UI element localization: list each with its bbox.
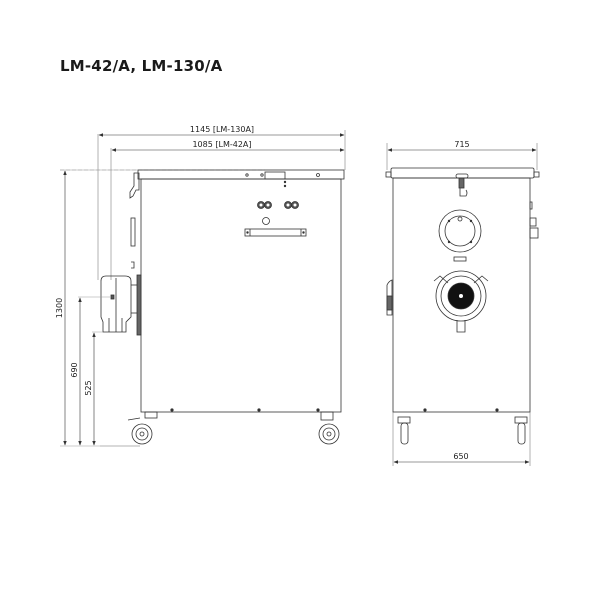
label-650: 650 (453, 452, 468, 461)
dimension-base-width: 650 (392, 412, 531, 466)
front-caster-right (514, 416, 528, 445)
dimension-outlet-height: 690 (70, 297, 82, 446)
control-buttons (257, 201, 299, 225)
side-body (140, 178, 342, 413)
dimension-body-length: 1085 [LM-42A] (110, 140, 345, 280)
dimension-overall-length: 1145 [LM-130A] (97, 125, 346, 280)
cutting-head (433, 270, 489, 333)
side-caster-right (318, 411, 340, 445)
dimension-top-width: 715 (386, 140, 538, 170)
drawing-title: LM-42/A, LM-130/A (60, 57, 223, 75)
label-715: 715 (454, 140, 469, 149)
side-view: 1145 [LM-130A] 1085 [LM-42A] (55, 125, 346, 447)
side-handle (244, 228, 307, 237)
feed-opening (438, 209, 482, 262)
label-1085: 1085 [LM-42A] (192, 140, 251, 149)
dimension-lower-outlet-height: 525 (84, 332, 96, 446)
side-lid (137, 169, 345, 180)
front-body (392, 177, 531, 413)
front-lid (390, 167, 535, 179)
label-690: 690 (70, 362, 79, 377)
label-525: 525 (84, 380, 93, 395)
grinder-head (100, 275, 137, 333)
label-1300: 1300 (55, 298, 64, 318)
dimension-height: 1300 (55, 170, 67, 446)
front-caster-left (397, 416, 411, 445)
label-1145: 1145 [LM-130A] (190, 125, 254, 134)
side-caster-left (127, 411, 158, 445)
front-view: 715 (385, 140, 540, 466)
